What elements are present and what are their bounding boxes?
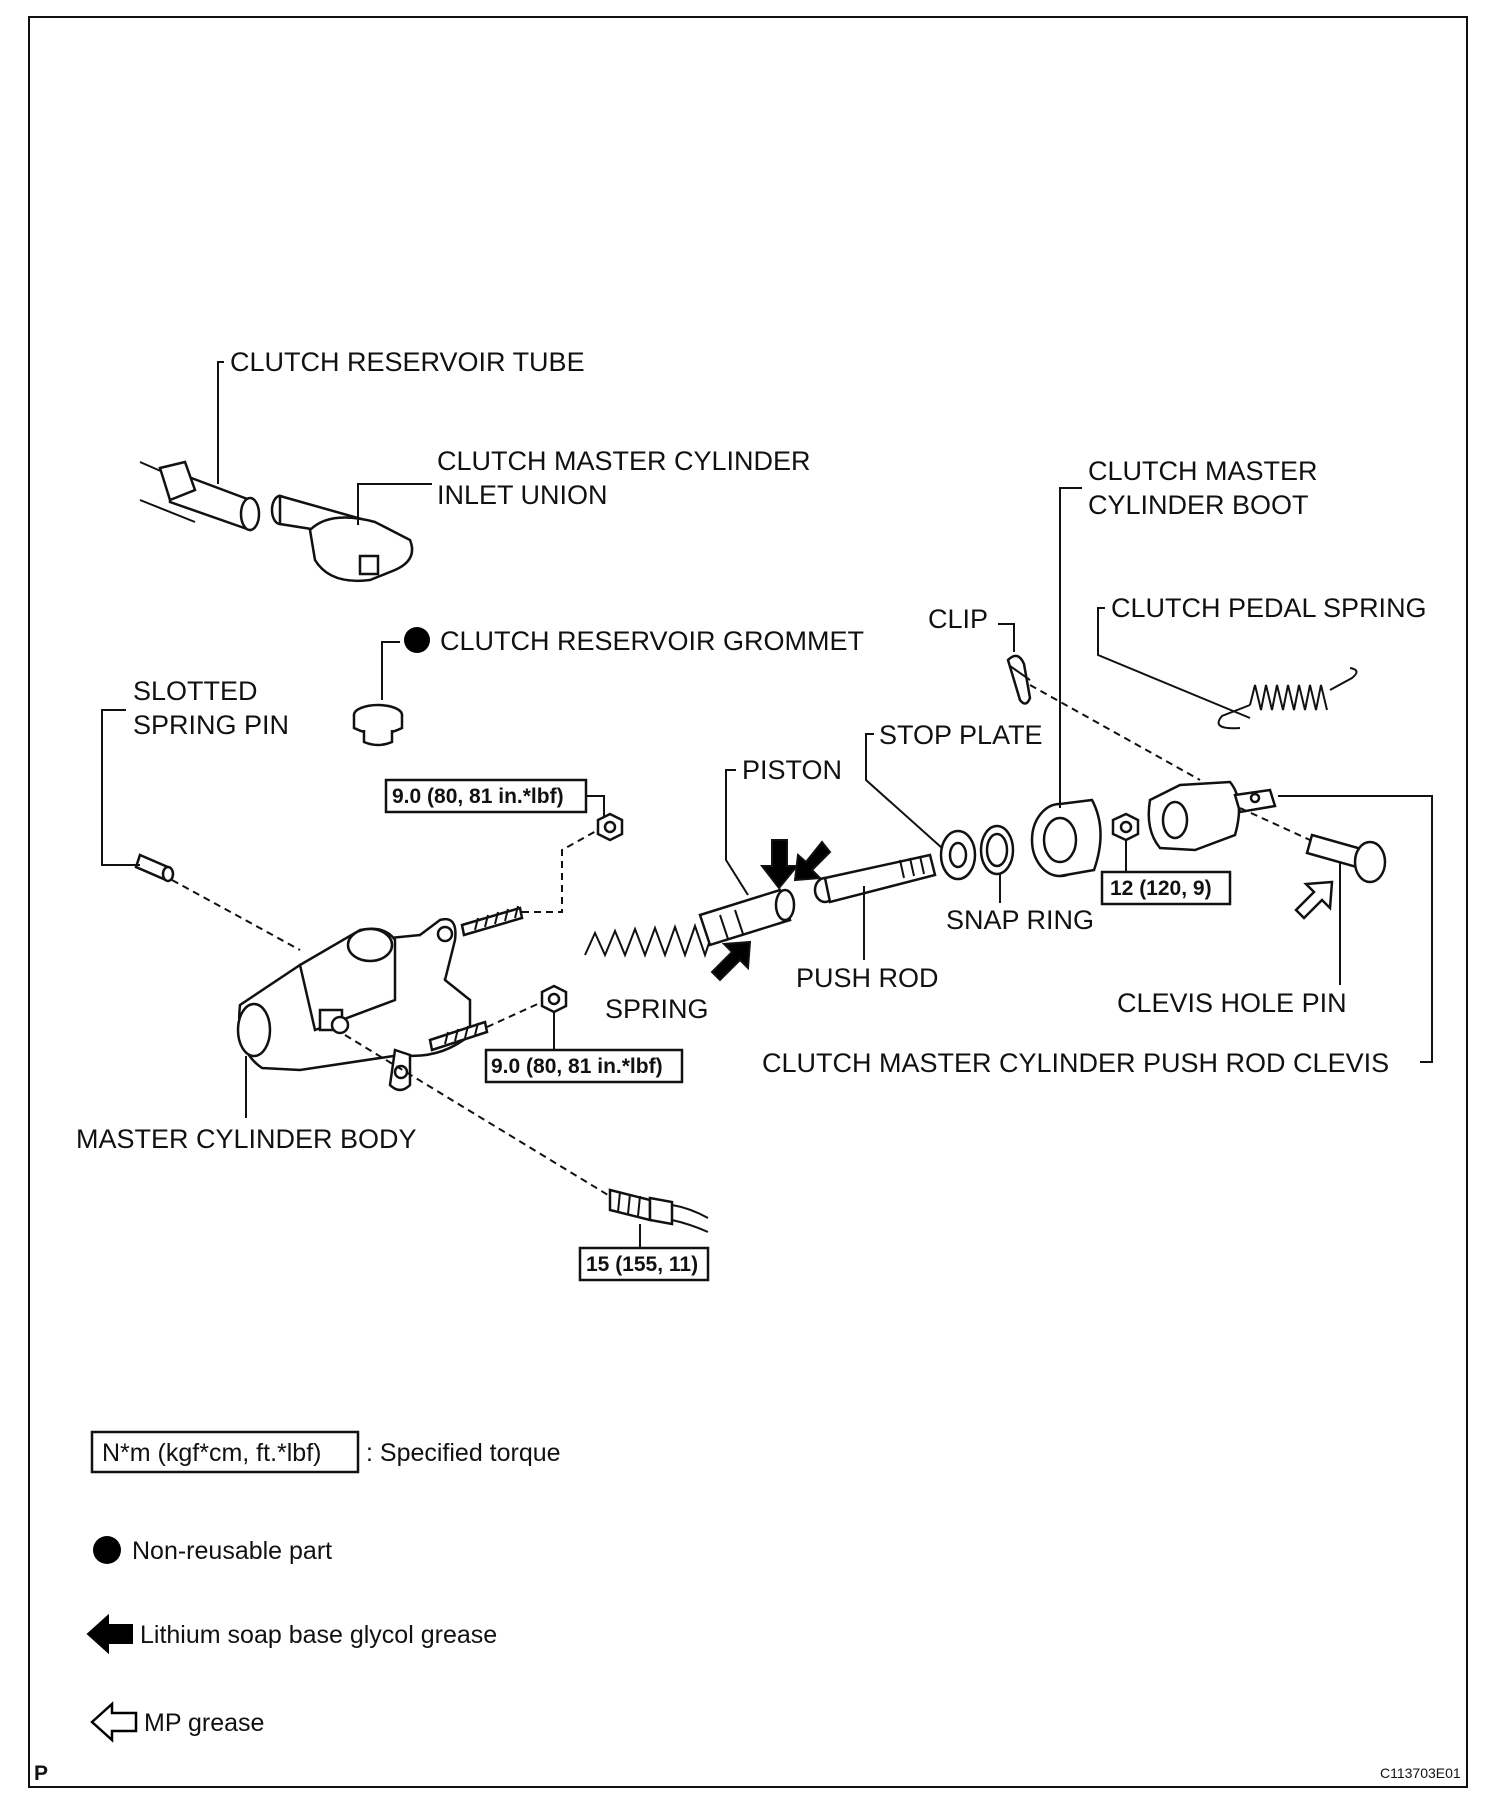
spring-part [584,922,716,959]
push-rod-part [813,853,937,904]
grommet-part [352,703,404,747]
label-cyl-boot-line1: CLUTCH MASTER [1088,456,1318,486]
label-snap-ring: SNAP RING [946,905,1094,935]
reservoir-tube-part [139,460,261,532]
leader-torque-upper [586,795,605,816]
label-piston: PISTON [742,755,842,785]
slotted-pin-part [134,853,175,883]
lithium-grease-arrow-2 [793,840,832,882]
legend-mp-arrow [90,1701,138,1743]
clevis-pin-part [1305,833,1387,884]
clip-part [1006,654,1032,705]
torque-lower: 9.0 (80, 81 in.*lbf) [491,1055,663,1078]
label-slotted-line1: SLOTTED [133,676,258,706]
assembly-line-pin [171,879,301,951]
torque-box-lower [484,1048,684,1084]
legend-torque-units: N*m (kgf*cm, ft.*lbf) [102,1439,321,1467]
lithium-grease-arrow-1 [759,839,800,890]
label-clevis-pin: CLEVIS HOLE PIN [1117,988,1347,1018]
torque-clevis-nut: 12 (120, 9) [1110,877,1212,900]
assembly-line-nut-lower [486,1001,543,1028]
cylinder-boot-part [1030,798,1102,878]
snap-ring-part [979,824,1015,876]
label-grommet: CLUTCH RESERVOIR GROMMET [440,626,864,656]
torque-line: 15 (155, 11) [586,1253,698,1276]
legend-lithium-arrow [86,1613,133,1655]
label-push-rod-clevis: CLUTCH MASTER CYLINDER PUSH ROD CLEVIS [762,1048,1389,1078]
corner-left-mark: P [34,1762,48,1785]
legend-lithium: Lithium soap base glycol grease [140,1621,497,1649]
label-inlet-union-line1: CLUTCH MASTER CYLINDER [437,446,811,476]
leader-cyl-boot [1059,487,1082,808]
label-cyl-boot-line2: CYLINDER BOOT [1088,490,1309,520]
leader-clip [998,623,1015,652]
leader-clevis [1278,795,1433,1063]
nonreusable-dot-grommet [404,627,430,653]
piston-part [698,888,796,947]
label-reservoir-tube: CLUTCH RESERVOIR TUBE [230,347,585,377]
pedal-spring-part [1217,667,1358,730]
legend-nonreusable: Non-reusable part [132,1537,332,1565]
label-pedal-spring: CLUTCH PEDAL SPRING [1111,593,1427,623]
nut-lower-part [540,984,568,1014]
mp-grease-arrow [1294,880,1334,920]
torque-upper: 9.0 (80, 81 in.*lbf) [392,785,564,808]
assembly-line-clip [1029,684,1201,781]
legend-nonreusable-dot [93,1536,121,1564]
clevis-nut-part [1111,812,1140,842]
master-cylinder-body-part [236,917,472,1092]
assembly-line-fitting [344,1034,609,1196]
torque-box-upper [384,778,588,814]
leader-pedal-spring [1097,607,1251,719]
stud-bolts-part [428,905,524,1052]
leader-grommet [381,641,400,700]
leader-reservoir-tube [217,361,224,484]
nut-upper-part [596,812,624,842]
stop-plate-part [939,829,977,881]
label-body: MASTER CYLINDER BODY [76,1124,417,1154]
label-slotted-line2: SPRING PIN [133,710,289,740]
torque-box-line [578,1246,710,1282]
label-clip: CLIP [928,604,988,634]
leader-stop-plate [865,733,943,849]
legend-torque-text: : Specified torque [366,1439,561,1467]
leader-inlet-union [357,483,432,525]
push-rod-clevis-part [1147,780,1277,852]
label-spring: SPRING [605,994,709,1024]
torque-box-clevis-nut [1100,870,1232,906]
label-stop-plate: STOP PLATE [879,720,1043,750]
label-inlet-union-line2: INLET UNION [437,480,608,510]
assembly-line-clevis-pin [1239,807,1311,841]
legend-mp: MP grease [144,1709,264,1737]
line-fitting-part [608,1188,709,1233]
lithium-grease-arrow-3 [710,940,752,982]
assembly-line-nut-upper [522,829,599,913]
inlet-union-part [270,494,414,582]
label-push-rod: PUSH ROD [796,963,939,993]
corner-right-code: C113703E01 [1380,1765,1461,1781]
legend-torque-box [90,1430,360,1474]
leader-slotted-pin [101,709,140,866]
leader-piston [725,769,749,896]
diagram-frame [28,16,1468,1788]
